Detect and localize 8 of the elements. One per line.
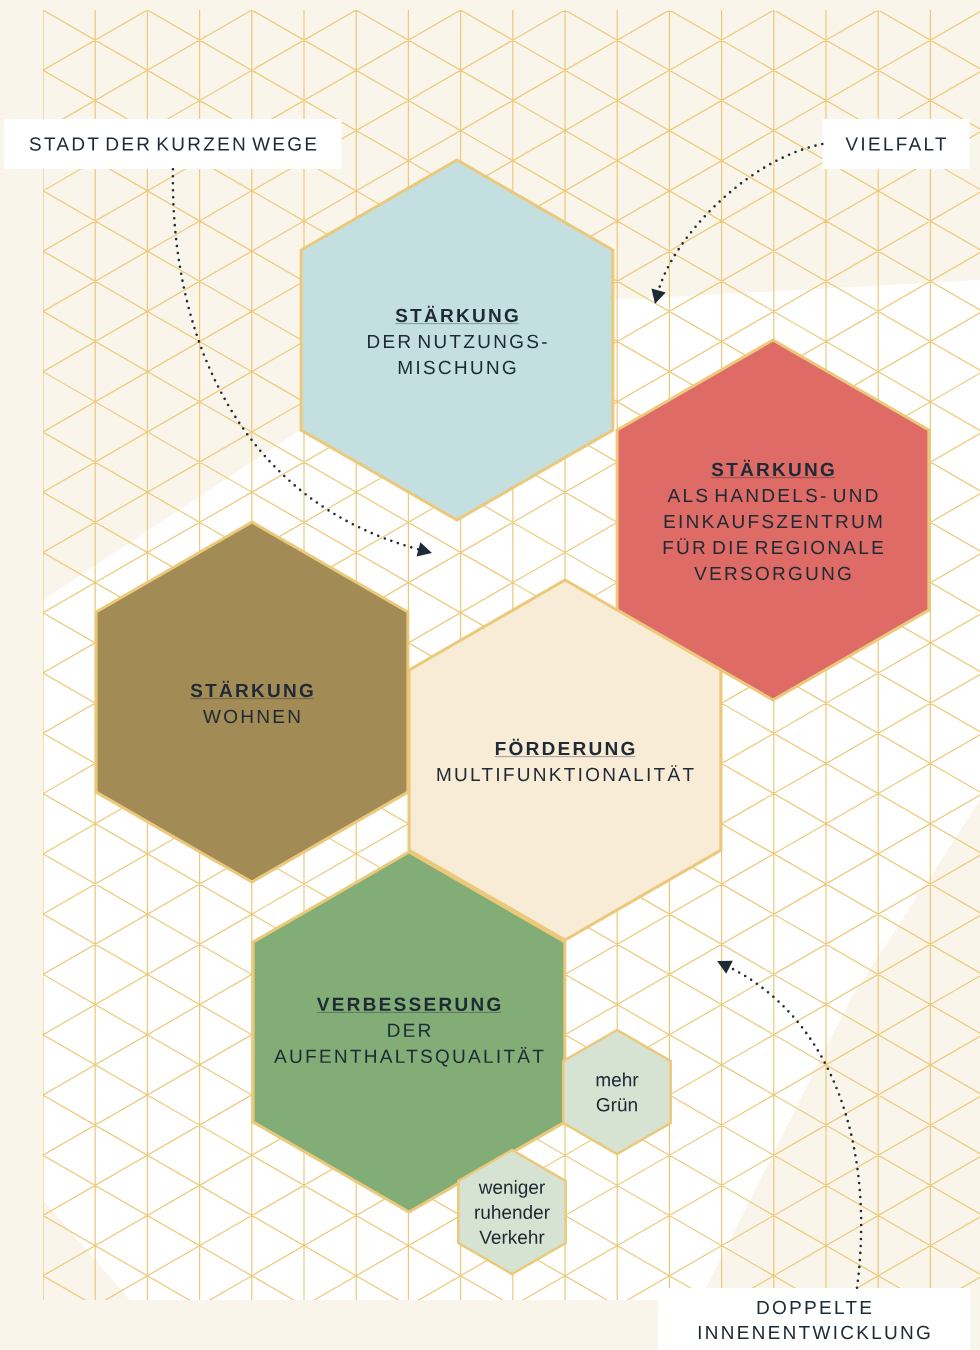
label-box: DOPPELTE INNENENTWICKLUNG <box>658 1288 970 1350</box>
hexagon: STÄRKUNG ALS HANDELS- UND EINKAUFSZENTRUM FÜR DIE REGIONALE VERSORGUNG <box>615 338 931 702</box>
label-box: STADT DER KURZEN WEGE <box>4 119 342 169</box>
hexagon: STÄRKUNG WOHNEN <box>94 520 410 884</box>
hexagon: STÄRKUNG DER NUTZUNGS- MISCHUNG <box>299 158 615 522</box>
label-box: VIELFALT <box>822 119 970 169</box>
small-hexagon: weniger ruhender Verkehr <box>457 1148 567 1276</box>
small-hexagon: mehr Grün <box>562 1028 672 1156</box>
